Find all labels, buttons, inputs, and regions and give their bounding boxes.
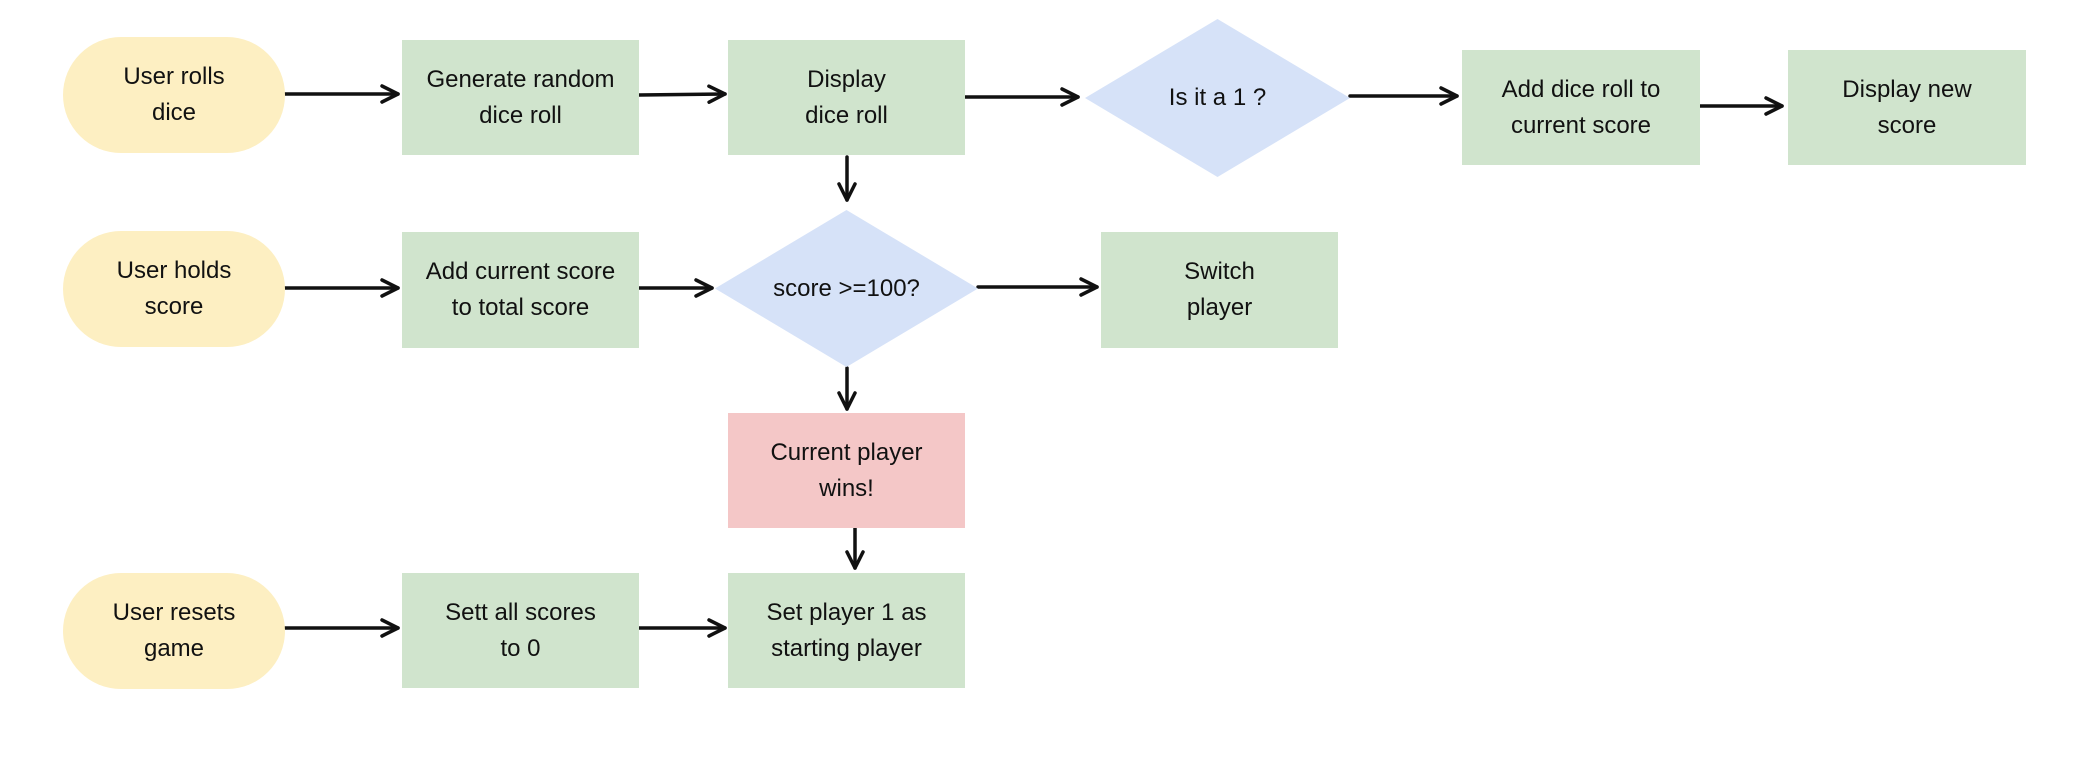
generate-random-roll-box: Generate random dice roll (402, 40, 639, 155)
set-all-scores-zero-box: Sett all scores to 0 (402, 573, 639, 688)
node-label: score >=100? (773, 274, 920, 302)
add-roll-to-current-box: Add dice roll to current score (1462, 50, 1700, 165)
user-holds-score-terminal: User holds score (63, 231, 285, 347)
node-label: Sett all scores to 0 (445, 598, 596, 662)
add-current-to-total-box: Add current score to total score (402, 232, 639, 348)
node-label: Display dice roll (805, 65, 888, 129)
user-rolls-dice-terminal: User rolls dice (63, 37, 285, 153)
is-it-a-1-decision: Is it a 1 ? (1085, 19, 1350, 177)
node-label: Display new score (1842, 75, 1972, 139)
node-label: Is it a 1 ? (1168, 84, 1267, 111)
display-new-score-box: Display new score (1788, 50, 2026, 165)
switch-player-box: Switch player (1101, 232, 1338, 348)
node-label: Switch player (1184, 258, 1255, 321)
node-label: Add current score to total score (425, 258, 616, 321)
node-label: Current player wins! (770, 438, 923, 502)
node-label: Add dice roll to current score (1501, 75, 1661, 139)
arrow-generate-to-display (637, 84, 727, 104)
node-label: Set player 1 as starting player (766, 598, 927, 662)
current-player-wins-box: Current player wins! (728, 413, 965, 528)
set-player-one-start-box: Set player 1 as starting player (728, 573, 965, 688)
user-resets-game-terminal: User resets game (63, 573, 285, 689)
node-label: User resets game (112, 599, 236, 662)
node-label: User holds score (116, 257, 232, 320)
display-dice-roll-box: Display dice roll (728, 40, 965, 155)
score-check-decision: score >=100? (715, 210, 978, 367)
node-label: Generate random dice roll (426, 65, 615, 129)
node-label: User rolls dice (123, 63, 225, 126)
